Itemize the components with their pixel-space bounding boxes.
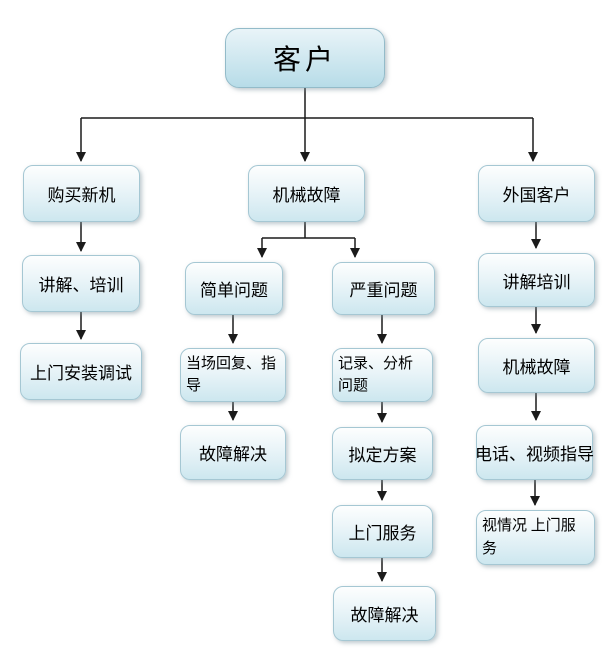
node-foreign-customer: 外国客户	[478, 165, 595, 222]
node-explain-training-foreign: 讲解培训	[478, 253, 595, 307]
node-record-analyze-problem: 记录、分析问题	[332, 348, 433, 402]
node-fault-resolved-right: 故障解决	[333, 586, 436, 641]
node-onsite-service: 上门服务	[332, 505, 433, 558]
node-onsite-reply-guide: 当场回复、指导	[180, 348, 286, 402]
node-explain-training: 讲解、培训	[22, 255, 140, 312]
node-onsite-install-debug: 上门安装调试	[20, 343, 142, 400]
node-mechanical-failure: 机械故障	[248, 165, 365, 222]
node-mechanical-failure-foreign: 机械故障	[478, 338, 595, 393]
node-customer: 客户	[225, 28, 385, 88]
node-simple-problem: 简单问题	[185, 262, 283, 315]
node-onsite-service-as-needed: 视情况 上门服务	[476, 510, 595, 565]
node-phone-video-guide: 电话、视频指导	[475, 425, 594, 480]
node-fault-resolved-left: 故障解决	[180, 425, 286, 480]
connectors	[76, 88, 541, 582]
node-serious-problem: 严重问题	[332, 262, 435, 315]
node-buy-new-machine: 购买新机	[23, 165, 140, 222]
node-draft-plan: 拟定方案	[332, 427, 433, 480]
